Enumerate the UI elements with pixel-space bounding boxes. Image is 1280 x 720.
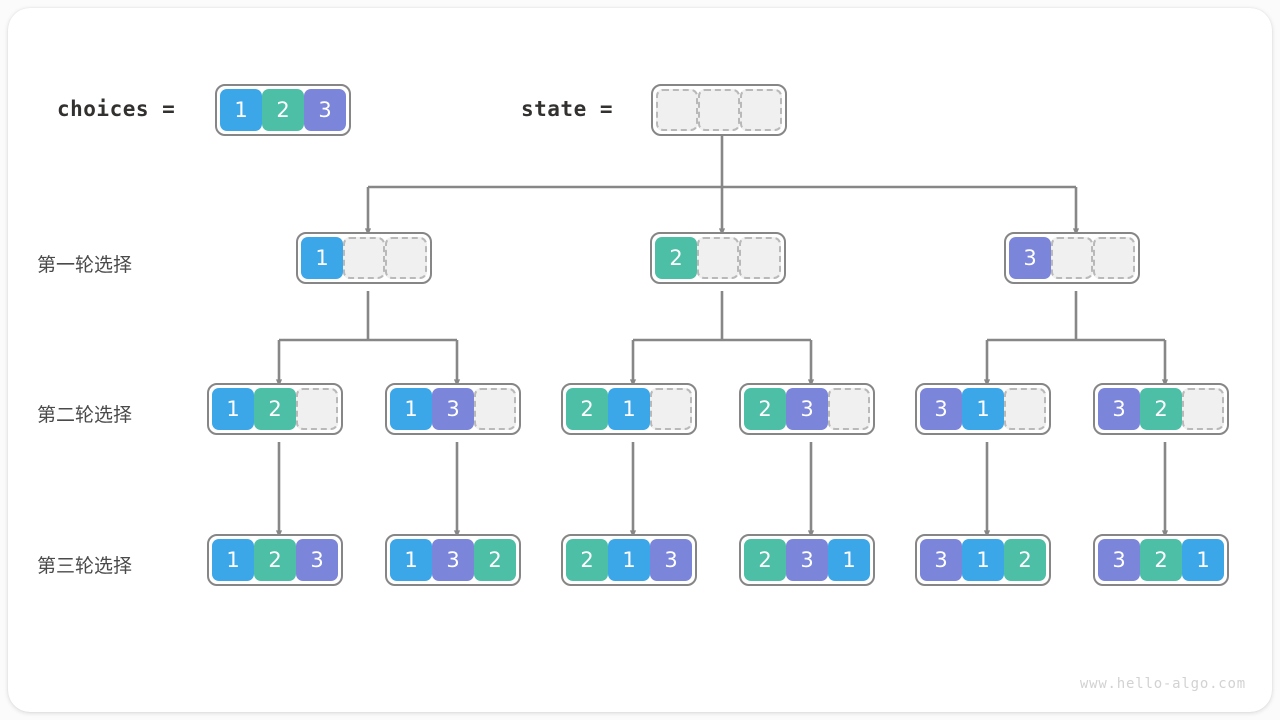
array-cell-empty [739, 237, 781, 279]
array-cell-3: 3 [1009, 237, 1051, 279]
array-cell-1: 1 [301, 237, 343, 279]
array-cell-1: 1 [390, 388, 432, 430]
array-cell-2: 2 [566, 388, 608, 430]
array-cell-3: 3 [920, 539, 962, 581]
array-cell-empty [1051, 237, 1093, 279]
array-cell-empty [1004, 388, 1046, 430]
array-cell-3: 3 [304, 89, 346, 131]
array-cell-1: 1 [212, 388, 254, 430]
diagram-card [8, 8, 1272, 712]
tree-node-1: 1 [296, 232, 432, 284]
array-cell-empty [385, 237, 427, 279]
array-cell-3: 3 [432, 388, 474, 430]
array-cell-empty [828, 388, 870, 430]
array-cell-2: 2 [474, 539, 516, 581]
array-cell-empty [474, 388, 516, 430]
array-cell-2: 2 [566, 539, 608, 581]
tree-node-3: 3 [1004, 232, 1140, 284]
state-label: state = [521, 97, 614, 121]
array-cell-2: 2 [744, 388, 786, 430]
array-cell-3: 3 [1098, 388, 1140, 430]
array-cell-2: 2 [655, 237, 697, 279]
array-cell-2: 2 [744, 539, 786, 581]
array-cell-empty [650, 388, 692, 430]
array-cell-1: 1 [828, 539, 870, 581]
watermark: www.hello-algo.com [1079, 676, 1246, 692]
array-cell-1: 1 [962, 388, 1004, 430]
array-cell-empty [296, 388, 338, 430]
array-cell-empty [740, 89, 782, 131]
array-cell-2: 2 [1140, 539, 1182, 581]
array-cell-2: 2 [254, 388, 296, 430]
state-array [651, 84, 787, 136]
tree-node-2: 2 [650, 232, 786, 284]
array-cell-3: 3 [296, 539, 338, 581]
array-cell-empty [1182, 388, 1224, 430]
array-cell-3: 3 [920, 388, 962, 430]
array-cell-1: 1 [962, 539, 1004, 581]
row-label-round-1: 第一轮选择 [37, 254, 133, 276]
array-cell-3: 3 [786, 388, 828, 430]
array-cell-3: 3 [650, 539, 692, 581]
array-cell-2: 2 [1140, 388, 1182, 430]
array-cell-1: 1 [608, 388, 650, 430]
array-cell-3: 3 [1098, 539, 1140, 581]
array-cell-empty [1093, 237, 1135, 279]
choices-label: choices = [57, 97, 176, 121]
array-cell-1: 1 [390, 539, 432, 581]
array-cell-1: 1 [1182, 539, 1224, 581]
array-cell-empty [698, 89, 740, 131]
array-cell-2: 2 [254, 539, 296, 581]
array-cell-1: 1 [608, 539, 650, 581]
array-cell-1: 1 [220, 89, 262, 131]
array-cell-3: 3 [432, 539, 474, 581]
array-cell-2: 2 [1004, 539, 1046, 581]
array-cell-empty [343, 237, 385, 279]
array-cell-3: 3 [786, 539, 828, 581]
array-cell-1: 1 [212, 539, 254, 581]
array-cell-empty [697, 237, 739, 279]
row-label-round-2: 第二轮选择 [37, 404, 133, 426]
array-cell-empty [656, 89, 698, 131]
array-cell-2: 2 [262, 89, 304, 131]
row-label-round-3: 第三轮选择 [37, 555, 133, 577]
